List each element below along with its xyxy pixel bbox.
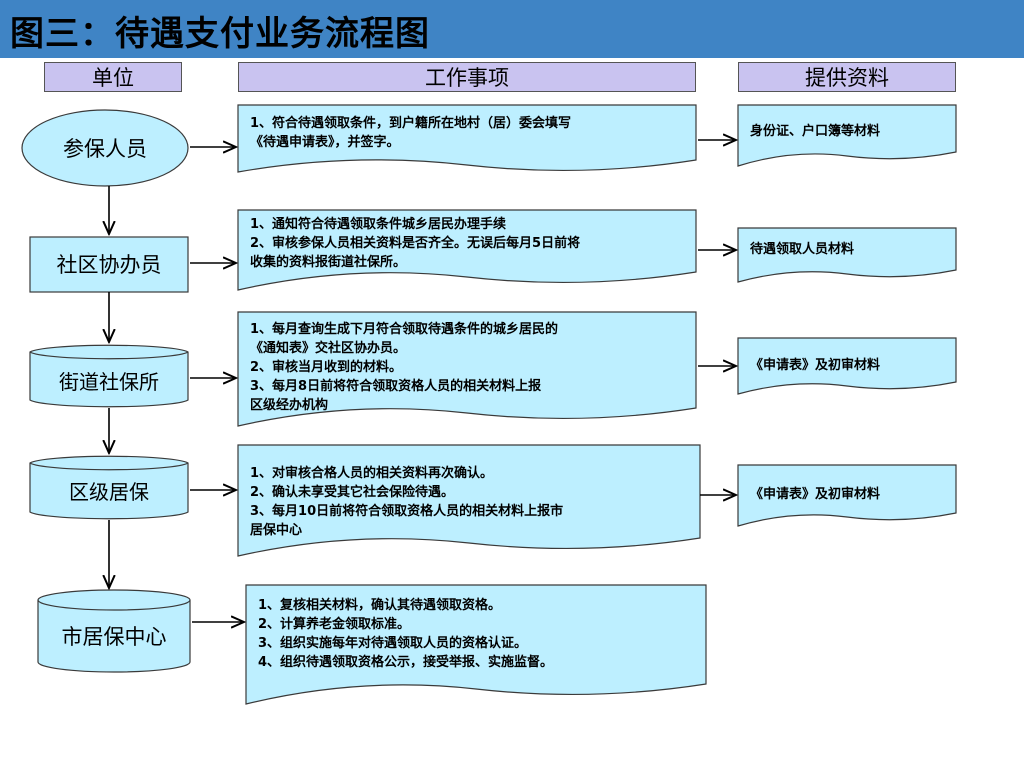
unit-shape-city — [37, 589, 191, 673]
task-box-3 — [237, 311, 697, 427]
unit-label-street: 街道社保所 — [59, 369, 159, 394]
page-title: 图三：待遇支付业务流程图 — [10, 14, 430, 54]
task-line: 4、组织待遇领取资格公示，接受举报、实施监督。 — [258, 655, 554, 670]
task-line: 居保中心 — [250, 523, 303, 538]
header-tasks: 工作事项 — [238, 62, 696, 92]
task-line: 2、审核当月收到的材料。 — [250, 360, 403, 375]
task-line: 1、通知符合待遇领取条件城乡居民办理手续 — [250, 217, 507, 232]
task-line: 3、每月10日前将符合领取资格人员的相关材料上报市 — [250, 504, 564, 519]
title-bar — [0, 0, 1024, 58]
material-text-1: 身份证、户口簿等材料 — [750, 124, 881, 139]
task-text-5: 1、复核相关材料，确认其待遇领取资格。 2、计算养老金领取标准。 3、组织实施每… — [258, 596, 553, 672]
task-line: 3、每月8日前将符合领取资格人员的相关材料上报 — [250, 379, 542, 394]
unit-label-community: 社区协办员 — [56, 253, 162, 277]
material-box-3 — [737, 337, 957, 395]
material-text-4: 《申请表》及初审材料 — [750, 487, 881, 502]
task-line: 2、计算养老金领取标准。 — [258, 617, 411, 632]
task-text-2: 1、通知符合待遇领取条件城乡居民办理手续 2、审核参保人员相关资料是否齐全。无误… — [250, 215, 580, 272]
task-line: 2、审核参保人员相关资料是否齐全。无误后每月5日前将 — [250, 236, 581, 251]
task-line: 1、符合待遇领取条件，到户籍所在地村（居）委会填写 — [250, 116, 572, 131]
task-box-1 — [237, 104, 697, 173]
task-line: 《待遇申请表》，并签字。 — [250, 135, 400, 150]
task-box-4 — [237, 444, 701, 557]
material-box-1 — [737, 104, 957, 167]
task-box-2 — [237, 209, 697, 291]
task-text-3: 1、每月查询生成下月符合领取待遇条件的城乡居民的 《通知表》交社区协办员。 2、… — [250, 320, 558, 415]
unit-label-city: 市居保中心 — [61, 625, 167, 649]
unit-shape-community — [29, 236, 189, 293]
material-box-4 — [737, 464, 957, 527]
header-unit: 单位 — [44, 62, 182, 92]
unit-shape-insured — [21, 109, 189, 187]
unit-shape-district — [29, 455, 189, 520]
unit-label-insured: 参保人员 — [63, 137, 147, 161]
task-text-1: 1、符合待遇领取条件，到户籍所在地村（居）委会填写 《待遇申请表》，并签字。 — [250, 114, 571, 152]
unit-shape-street — [29, 344, 189, 408]
material-text-3: 《申请表》及初审材料 — [750, 358, 881, 373]
task-box-5 — [245, 584, 707, 705]
header-materials: 提供资料 — [738, 62, 956, 92]
task-line: 1、每月查询生成下月符合领取待遇条件的城乡居民的 — [250, 322, 559, 337]
task-line: 1、复核相关材料，确认其待遇领取资格。 — [258, 598, 502, 613]
material-box-2 — [737, 227, 957, 283]
task-line: 收集的资料报街道社保所。 — [250, 255, 407, 270]
task-line: 《通知表》交社区协办员。 — [250, 341, 407, 356]
task-text-4: 1、对审核合格人员的相关资料再次确认。 2、确认未享受其它社会保险待遇。 3、每… — [250, 464, 563, 540]
task-line: 区级经办机构 — [250, 398, 329, 413]
task-line: 2、确认未享受其它社会保险待遇。 — [250, 485, 455, 500]
unit-label-district: 区级居保 — [69, 479, 149, 504]
task-line: 1、对审核合格人员的相关资料再次确认。 — [250, 466, 494, 481]
task-line: 3、组织实施每年对待遇领取人员的资格认证。 — [258, 636, 528, 651]
material-text-2: 待遇领取人员材料 — [750, 242, 855, 257]
